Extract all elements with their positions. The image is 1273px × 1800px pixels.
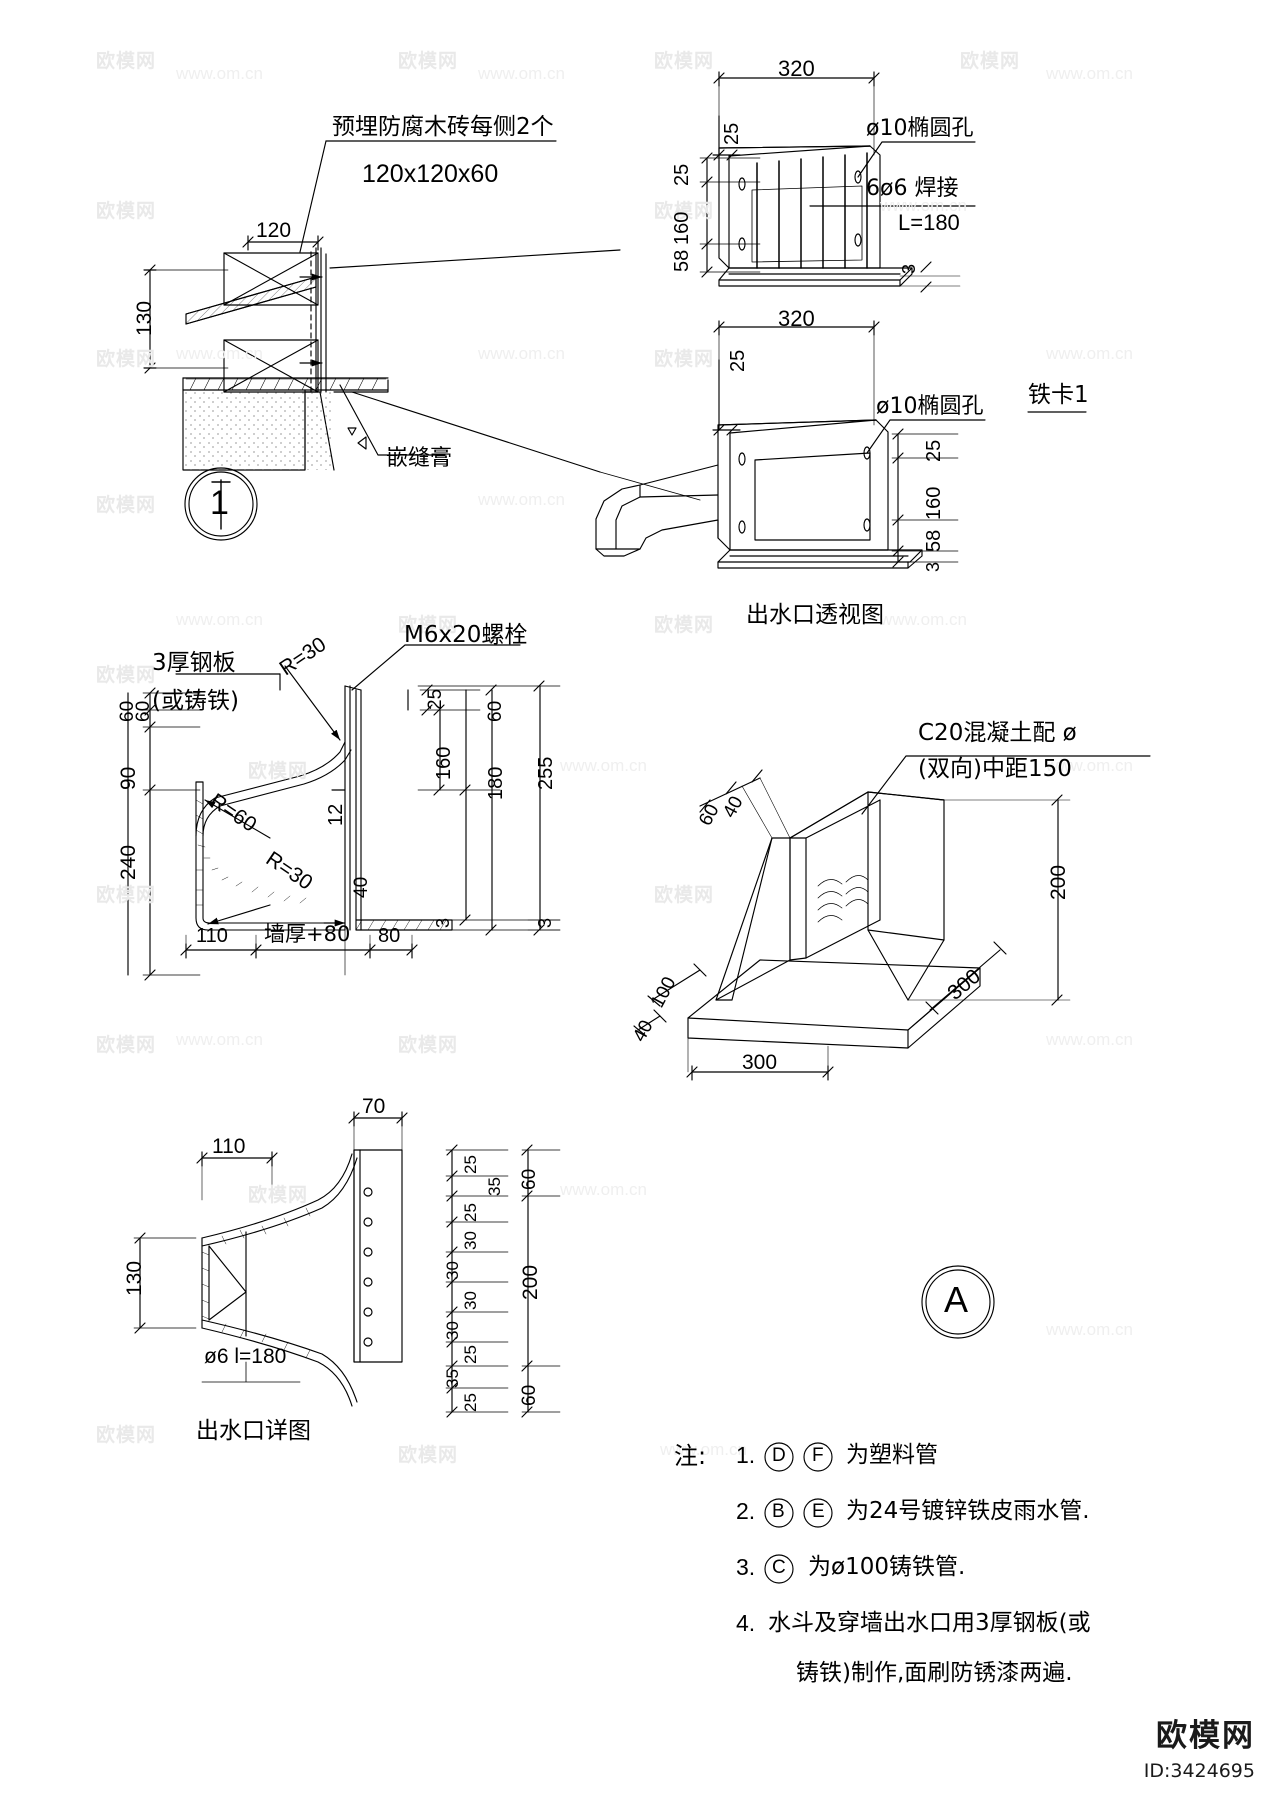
dim-right-60: 60 <box>485 700 506 722</box>
dim-right-180: 180 <box>485 766 507 800</box>
dim-right-160: 160 <box>433 746 455 780</box>
dim-bracket-width-top: 320 <box>778 56 815 81</box>
hole-note-top: ø10椭圆孔 <box>866 116 974 141</box>
dim-col-a-6: 30 <box>443 1321 462 1340</box>
dim-bracket-offset-top: 25 <box>721 122 743 145</box>
dim-col-a-5: 30 <box>461 1291 480 1310</box>
rebar-note-line2: L=180 <box>898 210 960 235</box>
dim-left-90: 90 <box>117 766 140 790</box>
note-number: 4. <box>736 1610 756 1636</box>
steel-plate-note-line2: (或铸铁) <box>152 688 239 714</box>
dim-brick-width: 120 <box>256 219 292 242</box>
concrete-note-line1: C20混凝土配 ø <box>918 720 1077 746</box>
dim-persp-58: 58 <box>923 529 945 552</box>
dim-outlet-110: 110 <box>212 1135 246 1158</box>
footer-id-block: 欧模网 ID:3424695 <box>1144 1710 1255 1782</box>
dim-persp-160: 160 <box>923 486 945 520</box>
dim-brick-spacing: 130 <box>133 300 156 336</box>
dim-top-25: 25 <box>671 163 693 186</box>
note-number: 1. <box>736 1442 756 1468</box>
dim-bracket-width-persp: 320 <box>778 306 815 331</box>
dim-top-58: 58 <box>671 249 693 272</box>
detail-1-bubble-label: 1 <box>210 484 229 522</box>
note-text: 为24号镀锌铁皮雨水管. <box>846 1498 1090 1524</box>
dim-thickness-12: 12 <box>325 803 347 826</box>
dim-top-160: 160 <box>671 211 693 245</box>
dim-outlet-130: 130 <box>123 1260 146 1296</box>
dim-right-255: 255 <box>535 756 557 790</box>
dim-col-a-1: 35 <box>485 1177 504 1196</box>
dim-col-a-7: 25 <box>461 1345 480 1364</box>
dim-base-80: 80 <box>378 925 401 947</box>
dim-left-240: 240 <box>117 844 140 880</box>
notes-label: 注: <box>674 1442 707 1470</box>
dim-bottom-40: 40 <box>351 876 372 898</box>
wood-brick-note-line2: 120x120x60 <box>362 160 499 188</box>
dim-col-b-0: 60 <box>519 1168 540 1190</box>
note-number: 2. <box>736 1498 756 1524</box>
steel-plate-note-line1: 3厚钢板 <box>152 650 236 676</box>
note-text: 水斗及穿墙出水口用3厚钢板(或 <box>768 1610 1091 1636</box>
note-number: 3. <box>736 1554 756 1580</box>
model-id: ID:3424695 <box>1143 1760 1255 1782</box>
outlet-detail-caption: 出水口详图 <box>196 1418 311 1444</box>
concrete-note-line2: (双向)中距150 <box>918 756 1072 782</box>
dim-col-a-0: 25 <box>461 1155 480 1174</box>
dim-col-a-2: 25 <box>461 1203 480 1222</box>
note-circle-label: E <box>812 1501 825 1522</box>
note-text: 为塑料管 <box>846 1442 938 1468</box>
note-text: 为ø100铸铁管. <box>808 1554 966 1580</box>
dim-right-3a: 3 <box>433 917 453 928</box>
dim-persp-3: 3 <box>923 561 943 572</box>
dim-col-a-9: 25 <box>461 1393 480 1412</box>
hole-note-persp: ø10椭圆孔 <box>876 394 984 419</box>
dim-col-a-3: 30 <box>461 1231 480 1250</box>
dim-col-b-1: 200 <box>519 1264 542 1300</box>
dim-col-b-2: 60 <box>519 1384 540 1406</box>
dim-col-a-4: 30 <box>443 1261 462 1280</box>
outlet-rebar-note: ø6 l=180 <box>204 1345 287 1368</box>
dim-right-3b: 3 <box>535 917 555 928</box>
note-circle-label: F <box>812 1445 824 1466</box>
note-circle-label: C <box>772 1557 786 1578</box>
note-circle-label: B <box>772 1501 785 1522</box>
iron-clamp-label: 铁卡1 <box>1028 382 1089 408</box>
dim-outlet-70: 70 <box>362 1095 386 1118</box>
dim-right-25: 25 <box>425 688 446 710</box>
dim-left-60b: 60 <box>133 700 154 722</box>
dim-top-3: 3 <box>899 263 919 274</box>
dim-col-a-8: 35 <box>443 1369 462 1388</box>
site-logo: 欧模网 <box>1156 1718 1255 1754</box>
rebar-note-line1: 6ø6 焊接 <box>866 176 959 201</box>
bolt-note: M6x20螺栓 <box>404 622 528 648</box>
dim-block-200: 200 <box>1047 864 1070 900</box>
detail-A-bubble-label: A <box>944 1279 969 1320</box>
dim-persp-offset: 25 <box>727 349 749 372</box>
sealant-note: 嵌缝膏 <box>386 446 453 471</box>
perspective-caption: 出水口透视图 <box>746 602 884 628</box>
wood-brick-note-line1: 预埋防腐木砖每侧2个 <box>332 114 554 140</box>
note-circle-label: D <box>772 1445 786 1466</box>
dim-persp-25: 25 <box>923 439 945 462</box>
dim-base-110: 110 <box>196 925 228 947</box>
dim-block-width-300: 300 <box>742 1051 778 1074</box>
dim-base-wall: 墙厚+80 <box>264 922 351 946</box>
note-text: 铸铁)制作,面刷防锈漆两遍. <box>796 1660 1073 1686</box>
